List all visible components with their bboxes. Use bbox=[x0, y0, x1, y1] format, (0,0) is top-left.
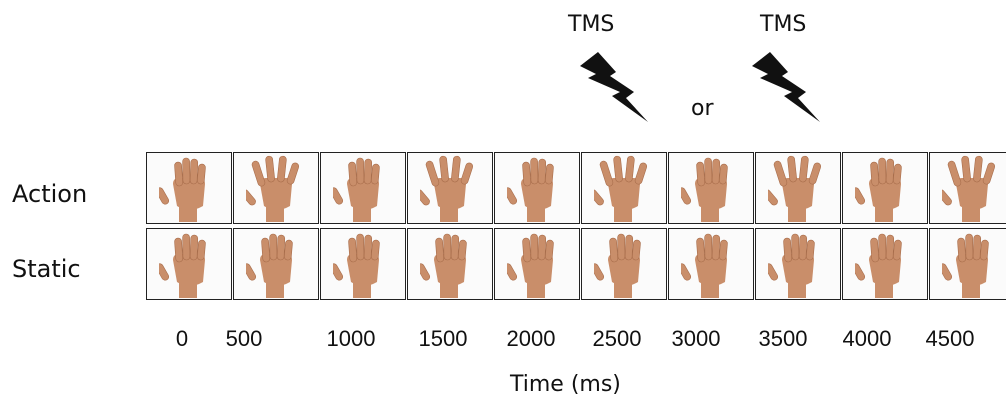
hand-frame bbox=[407, 152, 493, 224]
hand-icon bbox=[855, 157, 902, 222]
hand-icon bbox=[159, 157, 206, 222]
time-tick-label: 3000 bbox=[671, 326, 721, 351]
hand-icon bbox=[768, 233, 815, 298]
time-tick-label: 1000 bbox=[326, 326, 376, 351]
hand-frame bbox=[668, 152, 754, 224]
time-tick-label: 1500 bbox=[418, 326, 468, 351]
hand-frame bbox=[146, 228, 232, 300]
time-tick-label: 0 bbox=[175, 326, 189, 351]
or-label: or bbox=[691, 96, 714, 121]
hand-icon bbox=[507, 233, 554, 298]
hand-frame bbox=[842, 152, 928, 224]
static-frame-strip bbox=[146, 228, 1006, 302]
hand-frame bbox=[581, 228, 667, 300]
tms-label-first: TMS bbox=[568, 12, 615, 37]
hand-frame bbox=[755, 152, 841, 224]
hand-frame bbox=[929, 152, 1006, 224]
hand-icon bbox=[855, 233, 902, 298]
hand-frame bbox=[407, 228, 493, 300]
hand-icon bbox=[246, 155, 300, 222]
row-label-action: Action bbox=[12, 180, 88, 208]
hand-frame bbox=[320, 152, 406, 224]
hand-frame bbox=[494, 152, 580, 224]
tms-label-second: TMS bbox=[760, 12, 807, 37]
hand-frame bbox=[494, 228, 580, 300]
hand-icon bbox=[333, 233, 380, 298]
hand-icon bbox=[681, 233, 728, 298]
time-tick-label: 4000 bbox=[842, 326, 892, 351]
hand-frame bbox=[581, 152, 667, 224]
hand-icon bbox=[942, 155, 996, 222]
time-tick-label: 4500 bbox=[925, 326, 975, 351]
hand-frame bbox=[842, 228, 928, 300]
time-axis-label: Time (ms) bbox=[510, 372, 621, 397]
hand-icon bbox=[420, 155, 474, 222]
time-tick-label: 2500 bbox=[592, 326, 642, 351]
hand-frame bbox=[233, 228, 319, 300]
hand-icon bbox=[420, 233, 467, 298]
time-tick-label: 3500 bbox=[758, 326, 808, 351]
hand-icon bbox=[507, 157, 554, 222]
hand-icon bbox=[942, 233, 989, 298]
time-tick-label: 2000 bbox=[506, 326, 556, 351]
hand-frame bbox=[233, 152, 319, 224]
lightning-bolt-icon bbox=[752, 52, 820, 122]
hand-frame bbox=[320, 228, 406, 300]
lightning-bolt-icon bbox=[580, 52, 648, 122]
hand-icon bbox=[594, 233, 641, 298]
hand-icon bbox=[159, 233, 206, 298]
hand-icon bbox=[333, 157, 380, 222]
hand-icon bbox=[681, 157, 728, 222]
hand-icon bbox=[246, 233, 293, 298]
hand-icon bbox=[768, 155, 822, 222]
action-frame-strip bbox=[146, 152, 1006, 226]
hand-frame bbox=[146, 152, 232, 224]
row-label-static: Static bbox=[12, 255, 81, 283]
hand-frame bbox=[668, 228, 754, 300]
hand-icon bbox=[594, 155, 648, 222]
hand-frame bbox=[929, 228, 1006, 300]
time-tick-label: 500 bbox=[225, 326, 263, 351]
hand-frame bbox=[755, 228, 841, 300]
